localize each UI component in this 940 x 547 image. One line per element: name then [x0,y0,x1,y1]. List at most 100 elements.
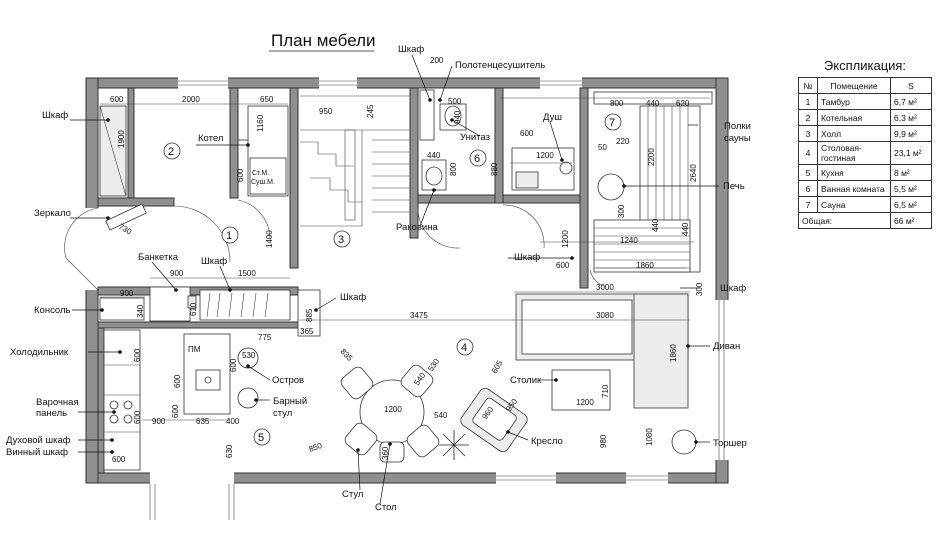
dim: 340 [136,304,145,318]
plan-title: План мебели [271,31,376,50]
dim: 540 [434,411,448,420]
dim: 630 [225,444,234,458]
dim: 1900 [117,130,126,148]
label-wardrobe: Шкаф [398,44,424,55]
sofa [515,293,689,409]
dim: 600 [110,95,124,104]
row-number: 3 [798,125,818,142]
row-room: Холл [817,125,891,142]
dim: 600 [171,404,180,418]
table-row: 4 Столовая-гостиная 23,1 м² [798,141,932,165]
dim: 2000 [182,95,200,104]
label-bar-stool: стул [273,408,292,419]
sushm-label: Суш.М. [251,179,275,186]
label-wardrobe: Шкаф [514,252,540,263]
dim: 635 [196,417,210,426]
dim: 1860 [669,344,678,362]
label-console: Консоль [34,305,71,316]
row-room: Котельная [817,109,891,126]
dim: 1200 [536,151,554,160]
explication-table: № Помещение S 1 Тамбур 6,7 м² 2 Котельна… [798,77,932,229]
label-hob: панель [36,408,67,419]
room-numbers: 1 2 3 4 5 6 7 [163,113,622,446]
row-room: Кухня [817,164,891,181]
dim: 600 [556,261,570,270]
room-number: 5 [258,432,264,444]
row-room: Тамбур [817,93,891,110]
dim: 3080 [596,311,614,320]
dim: 1080 [645,428,654,446]
label-stove: Печь [723,181,745,192]
dim: 600 [520,129,534,138]
dim: 500 [448,97,462,106]
dim: 620 [676,99,690,108]
dim: 300 [695,282,704,296]
row-number: 2 [798,109,818,126]
bathroom-fixtures [419,89,575,191]
label-floor-lamp: Торшер [713,438,747,449]
label-bar-stool: Барный [273,396,307,407]
label-toilet: Унитаз [460,132,490,143]
row-number: 6 [798,180,818,197]
label-wardrobe: Шкаф [42,110,68,121]
dim: 600 [229,358,238,372]
hall-wardrobe [99,286,321,337]
row-number: 4 [798,141,818,165]
stm-label: Ст.М. [252,170,269,177]
label-wardrobe: Шкаф [340,292,366,303]
row-area: 9,9 м² [890,125,932,142]
windows [149,80,725,520]
dim: 880 [490,162,499,176]
dim: 600 [112,455,126,464]
boiler-room-furniture [99,105,289,197]
dim: 800 [610,99,624,108]
table-row: 1 Тамбур 6,7 м² [798,93,932,110]
dim: 900 [152,417,166,426]
dim: 1860 [636,261,654,270]
dim: 600 [236,168,245,182]
room-number: 2 [168,146,174,158]
room-number: 1 [226,230,232,242]
dim: 775 [258,333,272,342]
dim: 980 [599,434,608,448]
label-mirror: Зеркало [34,208,71,219]
dim: 1200 [576,398,594,407]
staircase [300,95,410,227]
exterior-walls [85,77,729,484]
table-row: 3 Холл 9,9 м² [798,125,932,142]
dim: 1500 [238,269,256,278]
dim: 3475 [410,311,428,320]
door-swings [64,199,605,291]
label-boiler: Котел [198,133,223,144]
label-towel-dryer: Полотенцесушитель [455,60,545,71]
label-table: Стол [375,502,397,513]
label-fridge: Холодильник [10,347,69,358]
kitchen-units [103,329,259,471]
header-cell: № [798,77,818,94]
dim: 2640 [689,164,698,182]
dim: 1160 [256,114,265,132]
dim: 245 [366,104,375,118]
annotation-leaders [70,54,719,505]
label-wardrobe: Шкаф [720,283,746,294]
dim: 650 [260,95,274,104]
sauna-stove [597,173,625,201]
label-bench: Банкетка [138,252,179,263]
dimension-lines [100,97,710,421]
dim: 600 [133,348,142,362]
leader-dots [100,98,698,454]
label-coffee-table: Столик [510,375,542,386]
dim: 1240 [620,236,638,245]
dim: 950 [319,107,333,116]
dim: 3000 [596,283,614,292]
dim: 730 [117,222,134,237]
dim: 50 [598,143,607,152]
dim: 365 [300,327,314,336]
label-hob: Варочная [36,397,79,408]
annotation-labels: Шкаф Котел Зеркало Шкаф Полотенцесушител… [6,44,751,513]
label-sink: Раковина [396,222,438,233]
room-number: 3 [338,234,344,246]
dim: 1200 [561,230,570,248]
row-room: Столовая-гостиная [817,141,891,165]
dim: 400 [226,417,240,426]
